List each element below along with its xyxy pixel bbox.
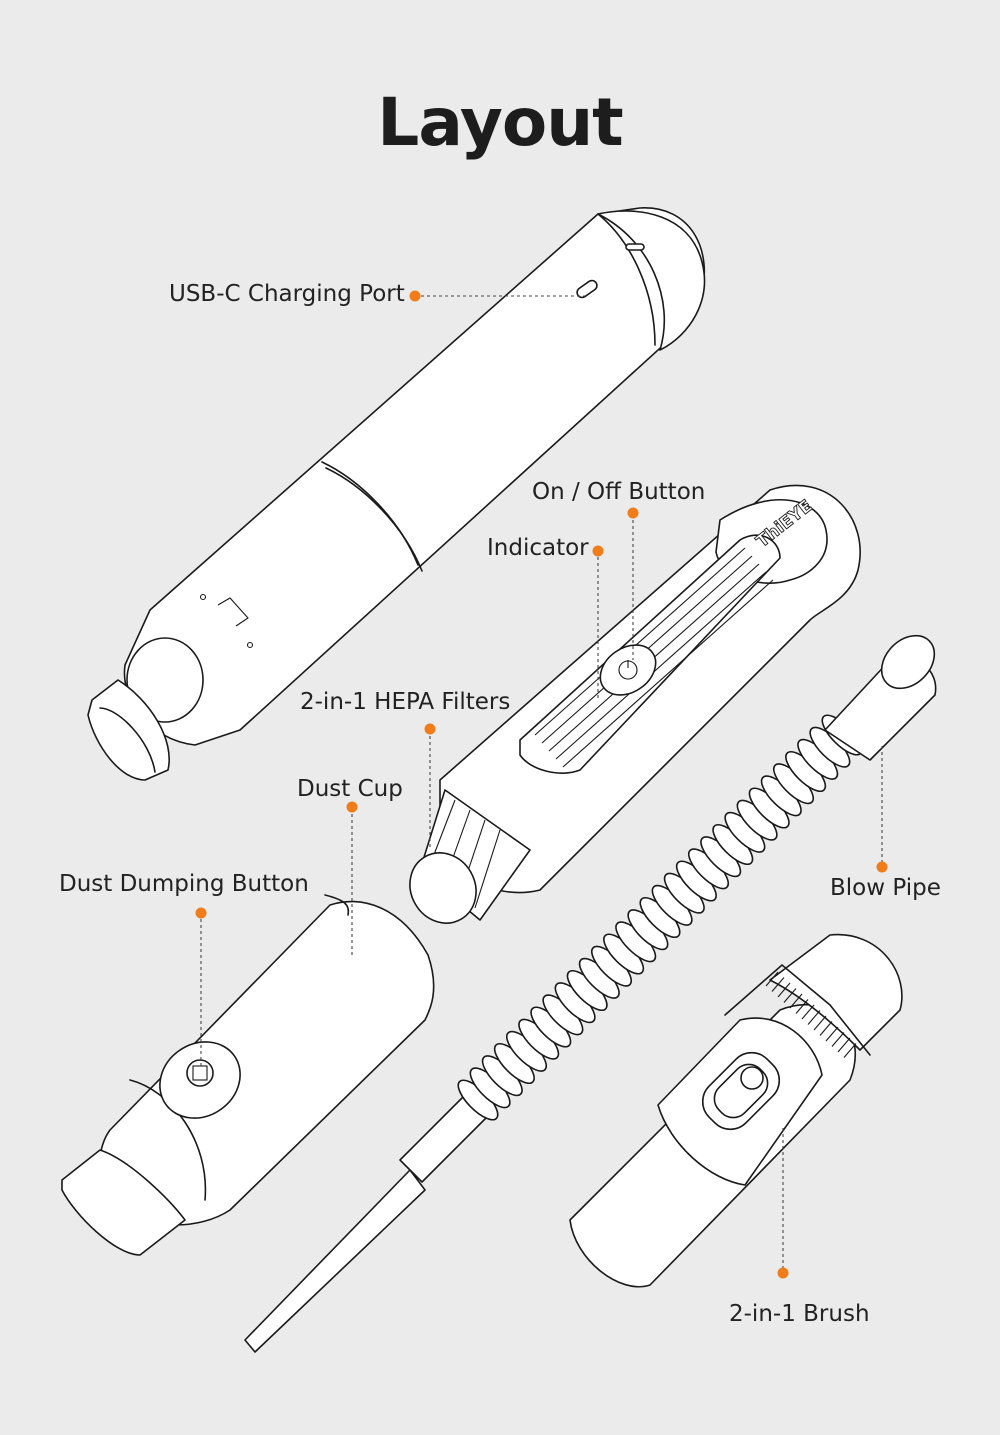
brush-bristle xyxy=(819,1021,833,1036)
vacuum-main-body xyxy=(87,207,706,781)
page-title: Layout xyxy=(377,84,623,161)
brush-bristle xyxy=(789,993,803,1009)
dust-cup xyxy=(61,894,435,1256)
on-off-button-label: On / Off Button xyxy=(532,479,706,505)
brush-bristle xyxy=(825,1026,839,1042)
brush-bristle xyxy=(807,1010,821,1025)
blow-pipe xyxy=(244,634,937,1353)
dust-cup-dot xyxy=(346,801,358,813)
brush-bristle xyxy=(831,1032,845,1047)
hepa-filters-label: 2-in-1 HEPA Filters xyxy=(300,689,511,715)
usb-dot xyxy=(409,290,421,302)
blow-pipe-dot xyxy=(876,861,888,873)
brush-bristle xyxy=(765,971,779,987)
brush-bristle xyxy=(783,988,797,1003)
brush-bristle xyxy=(777,982,791,998)
brush-bristle xyxy=(837,1037,851,1053)
brush-bristle xyxy=(801,1004,815,1020)
indicator-dot xyxy=(592,545,604,557)
dust-dump-dot xyxy=(195,907,207,919)
brush-bristle xyxy=(813,1015,827,1031)
brush-attachment xyxy=(569,933,903,1288)
usb-c-charging-port-label: USB-C Charging Port xyxy=(169,281,405,307)
brush-dot xyxy=(777,1267,789,1279)
brush-bristle xyxy=(771,977,785,992)
power-dot xyxy=(627,507,639,519)
brush-label: 2-in-1 Brush xyxy=(729,1301,870,1327)
indicator-label: Indicator xyxy=(487,535,589,561)
dust-cup-label: Dust Cup xyxy=(297,776,403,802)
hepa-dot xyxy=(424,723,436,735)
brush-bristle xyxy=(843,1043,857,1058)
motor-unit xyxy=(409,484,861,924)
brush-bristle xyxy=(795,999,809,1014)
blow-pipe-label: Blow Pipe xyxy=(830,875,941,901)
dust-dumping-button-label: Dust Dumping Button xyxy=(59,871,309,897)
